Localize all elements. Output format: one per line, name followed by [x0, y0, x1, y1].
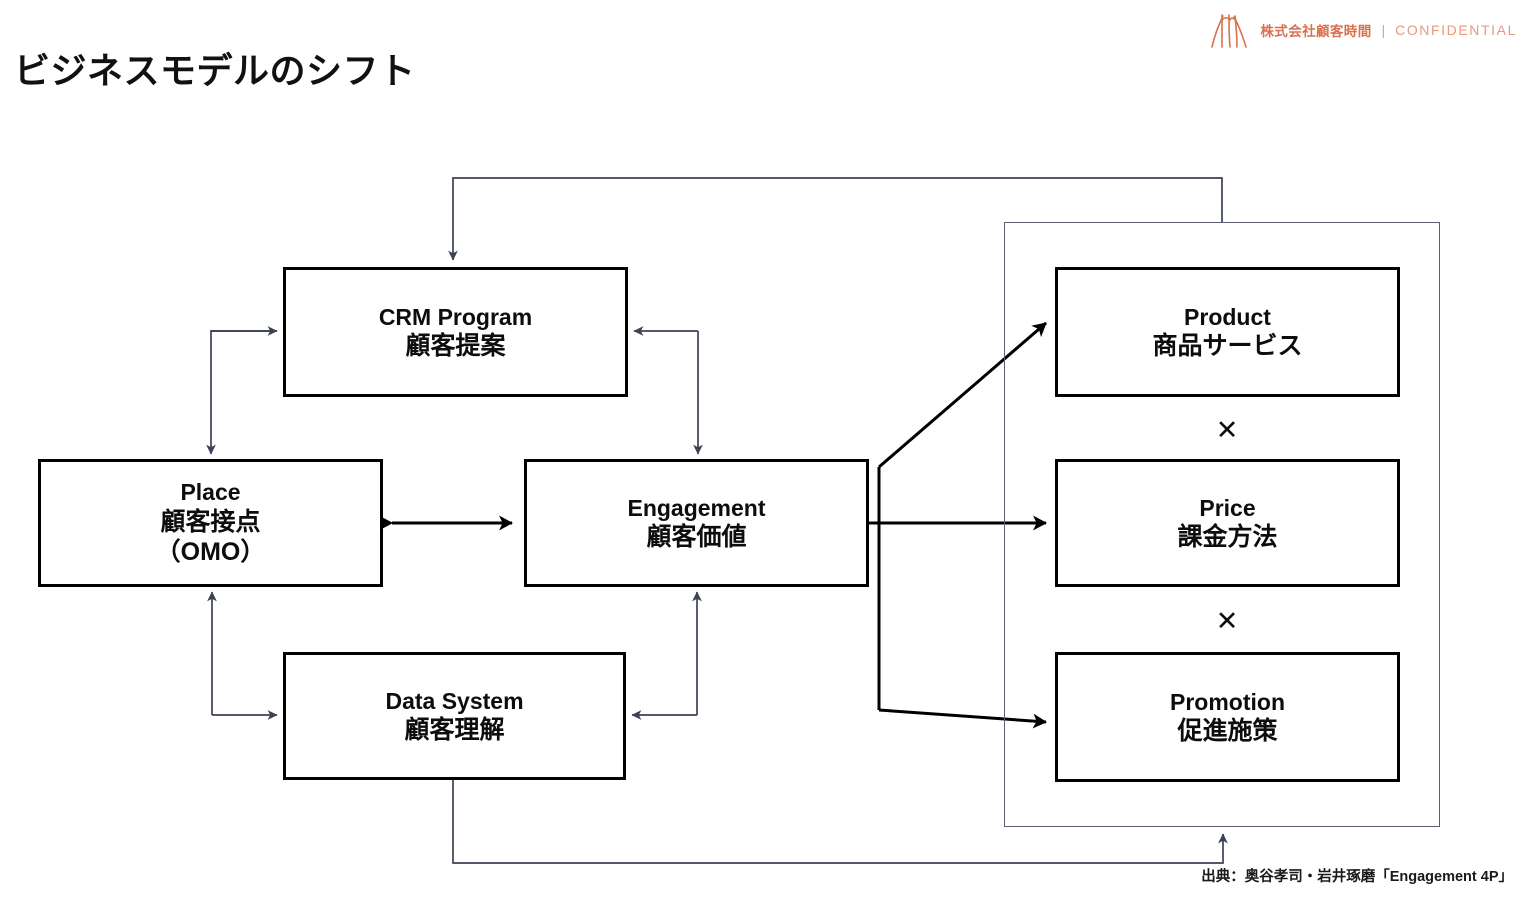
- node-data-system-jp: 顧客理解: [404, 715, 505, 744]
- node-place[interactable]: Place 顧客接点 （OMO）: [38, 459, 383, 587]
- multiply-icon-product-price: ✕: [1215, 415, 1239, 445]
- node-crm-program[interactable]: CRM Program 顧客提案: [283, 267, 628, 397]
- node-crm-program-en: CRM Program: [378, 303, 533, 330]
- node-promotion-en: Promotion: [1170, 688, 1285, 715]
- node-crm-program-jp: 顧客提案: [405, 331, 506, 360]
- engagement-4p-group: [1004, 222, 1440, 827]
- node-place-en: Place: [180, 479, 241, 506]
- confidential-label: CONFIDENTIAL: [1395, 22, 1517, 38]
- node-place-jp: 顧客接点: [160, 507, 261, 536]
- node-data-system-en: Data System: [385, 687, 524, 714]
- node-place-jp2: （OMO）: [155, 538, 266, 567]
- node-engagement-jp: 顧客価値: [646, 522, 747, 551]
- brand-bar: 株式会社顧客時間 | CONFIDENTIAL: [1206, 10, 1517, 50]
- source-citation: 出典：奥谷孝司・岩井琢磨「Engagement 4P」: [1201, 869, 1513, 885]
- node-product-en: Product: [1184, 303, 1271, 330]
- brand-company-name: 株式会社顧客時間: [1260, 24, 1372, 39]
- multiply-icon-price-promotion: ✕: [1215, 606, 1239, 636]
- connector-crm-to-place: [206, 330, 277, 455]
- node-engagement[interactable]: Engagement 顧客価値: [524, 459, 869, 587]
- node-data-system[interactable]: Data System 顧客理解: [283, 652, 626, 780]
- node-promotion-jp: 促進施策: [1177, 716, 1278, 745]
- page-title: ビジネスモデルのシフト: [14, 50, 416, 91]
- node-price-en: Price: [1199, 494, 1256, 521]
- brand-separator: |: [1381, 22, 1386, 38]
- node-product-jp: 商品サービス: [1152, 331, 1303, 360]
- node-price-jp: 課金方法: [1177, 522, 1278, 551]
- node-engagement-en: Engagement: [627, 494, 766, 521]
- node-price[interactable]: Price 課金方法: [1055, 459, 1400, 587]
- node-promotion[interactable]: Promotion 促進施策: [1055, 652, 1400, 782]
- node-product[interactable]: Product 商品サービス: [1055, 267, 1400, 397]
- company-logo-icon: [1211, 14, 1248, 48]
